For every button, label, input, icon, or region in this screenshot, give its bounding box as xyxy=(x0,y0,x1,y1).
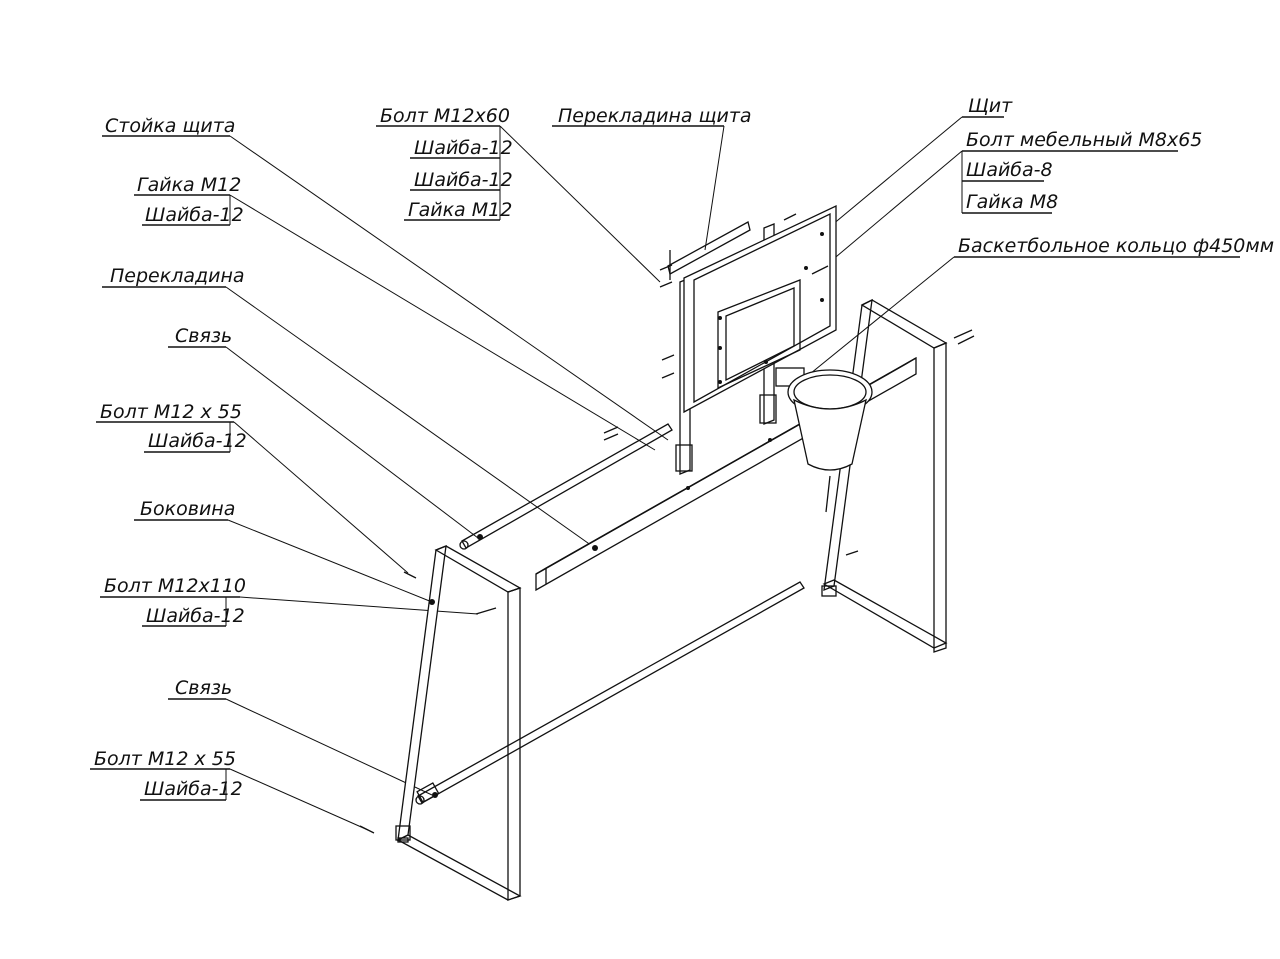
small-bolts xyxy=(359,329,975,834)
svg-text:Болт мебельный М8х65: Болт мебельный М8х65 xyxy=(966,129,1202,151)
svg-text:Шайба-12: Шайба-12 xyxy=(148,430,247,452)
label-koltso: Баскетбольное кольцо ф450мм xyxy=(799,235,1274,383)
svg-text:Шайба-12: Шайба-12 xyxy=(146,605,245,627)
backboard xyxy=(683,204,837,414)
label-stoyka-shchita: Стойка щита xyxy=(102,115,669,441)
left-side-frame xyxy=(395,544,522,901)
svg-text:Стойка щита: Стойка щита xyxy=(105,115,235,137)
backboard-crossbar xyxy=(667,221,751,280)
label-bolt-m12x55-bottom: Болт М12 х 55 Шайба-12 xyxy=(90,748,369,831)
svg-text:Гайка М12: Гайка М12 xyxy=(137,174,241,196)
label-bolt-m12x55-top: Болт М12 х 55 Шайба-12 xyxy=(96,401,409,574)
svg-text:Шайба-8: Шайба-8 xyxy=(966,159,1053,181)
svg-text:Болт М12 х 55: Болт М12 х 55 xyxy=(100,401,242,423)
svg-text:Перекладина щита: Перекладина щита xyxy=(558,105,752,127)
svg-text:Связь: Связь xyxy=(175,677,232,699)
label-gaika-shayba-left: Гайка М12 Шайба-12 xyxy=(134,174,656,451)
bottom-tie-rod xyxy=(415,581,805,805)
label-bolt-m12x60-group: Болт М12х60 Шайба-12 Шайба-12 Гайка М12 xyxy=(376,105,661,283)
svg-text:Связь: Связь xyxy=(175,325,232,347)
label-perekladina-shchita: Перекладина щита xyxy=(552,105,752,251)
right-side-frame xyxy=(821,298,948,653)
svg-text:Гайка М8: Гайка М8 xyxy=(966,191,1058,213)
label-perekladina: Перекладина xyxy=(102,265,596,549)
svg-text:Шайба-12: Шайба-12 xyxy=(414,169,513,191)
svg-text:Болт М12х110: Болт М12х110 xyxy=(104,575,246,597)
svg-text:Болт М12х60: Болт М12х60 xyxy=(380,105,510,127)
svg-text:Щит: Щит xyxy=(968,95,1013,117)
svg-text:Перекладина: Перекладина xyxy=(110,265,245,287)
label-bolt-mebelny-group: Болт мебельный М8х65 Шайба-8 Гайка М8 xyxy=(817,129,1202,273)
svg-text:Шайба-12: Шайба-12 xyxy=(145,204,244,226)
svg-text:Шайба-12: Шайба-12 xyxy=(144,778,243,800)
svg-text:Шайба-12: Шайба-12 xyxy=(414,137,513,159)
svg-text:Баскетбольное кольцо ф450мм: Баскетбольное кольцо ф450мм xyxy=(958,235,1274,257)
backboard-bolts xyxy=(659,213,829,379)
basketball-hoop xyxy=(775,367,873,513)
label-svyaz-top: Связь xyxy=(168,325,479,539)
svg-text:Гайка М12: Гайка М12 xyxy=(408,199,512,221)
top-tie-rod xyxy=(459,423,673,550)
svg-text:Боковина: Боковина xyxy=(140,498,235,520)
label-bolt-m12x110: Болт М12х110 Шайба-12 xyxy=(100,575,479,627)
label-bokovina: Боковина xyxy=(134,498,433,603)
label-shchit: Щит xyxy=(819,95,1013,236)
label-svyaz-bottom: Связь xyxy=(168,677,433,796)
svg-text:Болт М12 х 55: Болт М12 х 55 xyxy=(94,748,236,770)
